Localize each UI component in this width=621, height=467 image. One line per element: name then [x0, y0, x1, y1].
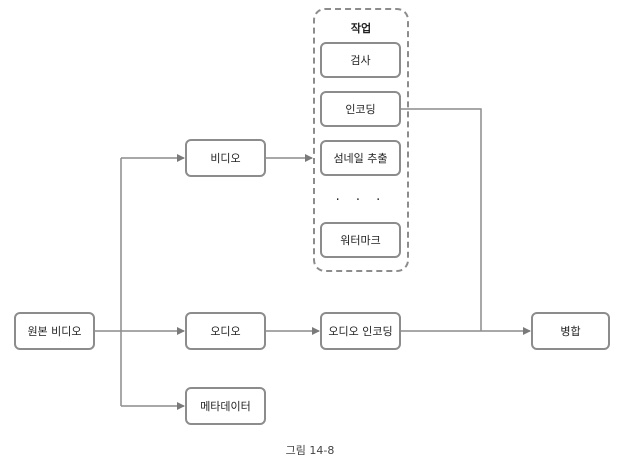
metadata-label: 메타데이터	[200, 400, 251, 413]
figure-caption: 그림 14-8	[285, 444, 335, 457]
task-watermark: 워터마크	[320, 222, 401, 258]
source-video-node: 원본 비디오	[14, 312, 95, 350]
task-thumbnail: 섬네일 추출	[320, 140, 401, 176]
task-inspection: 검사	[320, 42, 401, 78]
tasks-title: 작업	[350, 22, 372, 35]
audio-encoding-node: 오디오 인코딩	[320, 312, 401, 350]
source-video-label: 원본 비디오	[27, 325, 82, 338]
merge-node: 병합	[531, 312, 610, 350]
merge-label: 병합	[560, 325, 581, 338]
task-inspection-label: 검사	[350, 54, 371, 67]
video-label: 비디오	[210, 152, 241, 165]
task-encoding-label: 인코딩	[345, 103, 376, 116]
metadata-node: 메타데이터	[185, 387, 266, 425]
edge-encoding-to-merge-join	[401, 108, 482, 331]
audio-node: 오디오	[185, 312, 266, 350]
task-encoding: 인코딩	[320, 91, 401, 127]
task-thumbnail-label: 섬네일 추출	[333, 152, 388, 165]
audio-label: 오디오	[210, 325, 241, 338]
task-ellipsis: · · ·	[335, 193, 387, 208]
audio-encoding-label: 오디오 인코딩	[328, 325, 393, 338]
task-watermark-label: 워터마크	[340, 234, 381, 247]
video-node: 비디오	[185, 139, 266, 177]
tasks-group	[313, 8, 409, 272]
